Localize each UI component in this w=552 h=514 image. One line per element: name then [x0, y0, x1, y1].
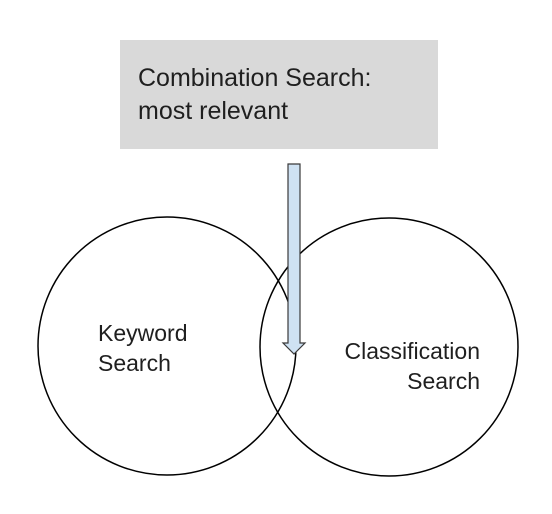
combination-search-callout: Combination Search: most relevant [120, 40, 438, 149]
classification-search-label-line-1: Classification [344, 338, 481, 364]
keyword-search-label: Keyword Search [98, 318, 187, 378]
keyword-search-label-line-1: Keyword [98, 320, 188, 346]
down-arrow [281, 163, 307, 355]
classification-search-label-line-2: Search [407, 368, 480, 394]
keyword-search-label-line-2: Search [98, 350, 171, 376]
callout-line-1: Combination Search: [138, 64, 372, 92]
callout-line-2: most relevant [138, 97, 289, 125]
classification-search-label: Classification Search [318, 336, 481, 396]
classification-search-circle [259, 217, 519, 477]
